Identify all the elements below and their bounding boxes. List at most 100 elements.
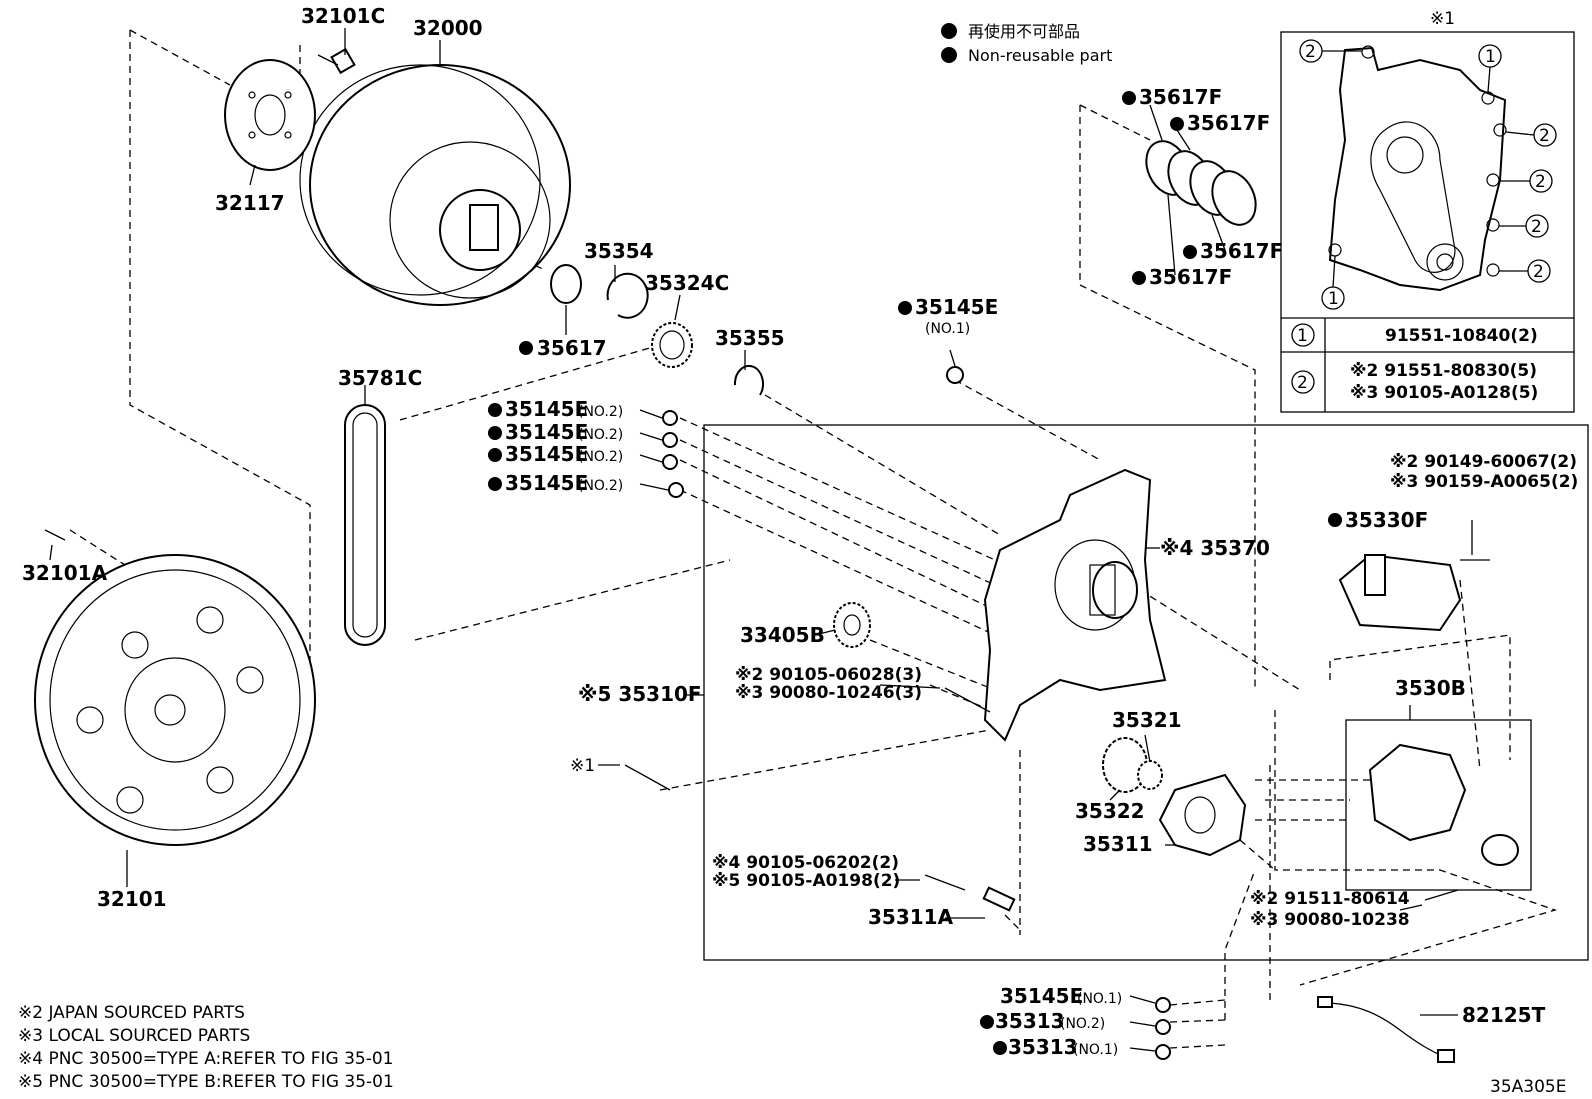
footnotes: ※2 JAPAN SOURCED PARTS ※3 LOCAL SOURCED … bbox=[18, 1003, 394, 1092]
label-32101c: 32101C bbox=[301, 4, 385, 28]
label-bolt4b: ※3 90080-10238 bbox=[1250, 910, 1410, 930]
label-35321: 35321 bbox=[1112, 708, 1182, 732]
ring-35355-drawing bbox=[733, 364, 764, 396]
torque-converter-drawing bbox=[299, 64, 571, 306]
label-35145e-a: 35145E bbox=[505, 397, 588, 421]
inset-row2-part-b: ※3 90105-A0128(5) bbox=[1350, 383, 1538, 403]
filter-35330f-drawing bbox=[1338, 553, 1462, 632]
inset-cover-drawing bbox=[1328, 45, 1507, 292]
bolts-drawing bbox=[44, 529, 1490, 912]
label-82125t: 82125T bbox=[1462, 1003, 1546, 1027]
label-star1: ※1 bbox=[570, 756, 595, 776]
svg-text:2: 2 bbox=[1539, 126, 1550, 146]
nuts-35145e-drawing bbox=[662, 366, 964, 498]
legend: 再使用不可部品 Non-reusable part bbox=[941, 22, 1112, 65]
label-35145e-d: 35145E bbox=[505, 471, 588, 495]
inset-callouts: 2 1 2 2 2 2 1 bbox=[1299, 39, 1557, 310]
label-no2-d: (NO.2) bbox=[578, 478, 623, 494]
svg-text:1: 1 bbox=[1328, 289, 1339, 309]
flywheel-32101-drawing bbox=[34, 554, 316, 846]
label-35354: 35354 bbox=[584, 239, 654, 263]
pump-gears-drawing bbox=[1102, 737, 1163, 793]
inset-row1-num: 1 bbox=[1297, 326, 1308, 346]
label-35322: 35322 bbox=[1075, 799, 1145, 823]
svg-text:2: 2 bbox=[1533, 262, 1544, 282]
label-35145e-bot: 35145E bbox=[1000, 984, 1083, 1008]
label-35310f: ※5 35310F bbox=[578, 682, 702, 706]
legend-jp: 再使用不可部品 bbox=[968, 22, 1080, 41]
label-bolt3b: ※3 90159-A0065(2) bbox=[1390, 472, 1578, 492]
svg-text:2: 2 bbox=[1305, 42, 1316, 62]
label-bolt1a: ※2 90105-06028(3) bbox=[735, 665, 922, 685]
label-35781c: 35781C bbox=[338, 366, 422, 390]
svg-text:2: 2 bbox=[1535, 172, 1546, 192]
label-35145e-c: 35145E bbox=[505, 442, 588, 466]
non-reusable-bullet-icon bbox=[941, 47, 957, 63]
label-33405b: 33405B bbox=[740, 623, 825, 647]
label-35145e-b: 35145E bbox=[505, 420, 588, 444]
label-35617f-4: 35617F bbox=[1149, 265, 1232, 289]
drive-plate-drawing bbox=[224, 59, 316, 171]
label-35313-b: 35313 bbox=[1008, 1035, 1078, 1059]
valve-body-box bbox=[1345, 719, 1532, 891]
svg-text:2: 2 bbox=[1531, 217, 1542, 237]
inset-row2-part-a: ※2 91551-80830(5) bbox=[1350, 361, 1537, 381]
label-3530b: 3530B bbox=[1395, 676, 1466, 700]
label-35330f: 35330F bbox=[1345, 508, 1428, 532]
pump-body-35370-drawing bbox=[983, 468, 1167, 742]
label-no2-bot: (NO.2) bbox=[1060, 1016, 1105, 1032]
gear-33405b-drawing bbox=[833, 602, 871, 648]
label-35617f-2: 35617F bbox=[1187, 111, 1270, 135]
snap-ring-35354-drawing bbox=[606, 272, 649, 319]
part-labels: 32101C 32000 32117 35354 35617 35324C 35… bbox=[22, 4, 1578, 1059]
label-bolt3a: ※2 90149-60067(2) bbox=[1390, 452, 1577, 472]
legend-en: Non-reusable part bbox=[968, 46, 1112, 65]
label-32101a: 32101A bbox=[22, 561, 108, 585]
svg-text:1: 1 bbox=[1485, 47, 1496, 67]
footnote-3: ※4 PNC 30500=TYPE A:REFER TO FIG 35-01 bbox=[18, 1049, 393, 1069]
label-bolt1b: ※3 90080-10246(3) bbox=[735, 683, 922, 703]
figure-code: 35A305E bbox=[1490, 1077, 1566, 1097]
bolt-32101c-drawing bbox=[317, 47, 356, 75]
pump-assembly-box bbox=[703, 424, 1589, 961]
label-no1-top: (NO.1) bbox=[925, 321, 970, 337]
inset-box: ※1 2 1 2 2 2 bbox=[1280, 9, 1575, 413]
nuts-bottom-drawing bbox=[1155, 997, 1171, 1060]
leader-lines bbox=[49, 28, 1473, 1052]
non-reusable-bullets bbox=[488, 91, 1342, 1055]
label-bolt2a: ※4 90105-06202(2) bbox=[712, 853, 899, 873]
label-35617f-1: 35617F bbox=[1139, 85, 1222, 109]
label-bolt4a: ※2 91511-80614 bbox=[1250, 889, 1410, 909]
label-35617: 35617 bbox=[537, 336, 607, 360]
label-35311: 35311 bbox=[1083, 832, 1153, 856]
seal-rings-35617f-drawing bbox=[1145, 140, 1257, 226]
label-35145e-top: 35145E bbox=[915, 295, 998, 319]
label-no2-b: (NO.2) bbox=[578, 427, 623, 443]
label-35313-a: 35313 bbox=[995, 1009, 1065, 1033]
label-35617f-3: 35617F bbox=[1200, 239, 1283, 263]
inset-row1-part: 91551-10840(2) bbox=[1385, 326, 1538, 346]
harness-82125t-drawing bbox=[1317, 996, 1455, 1063]
label-35324c: 35324C bbox=[645, 271, 729, 295]
gear-35324c-drawing bbox=[651, 322, 693, 368]
label-35370: ※4 35370 bbox=[1160, 536, 1270, 560]
non-reusable-bullet-icon bbox=[941, 23, 957, 39]
footnote-1: ※2 JAPAN SOURCED PARTS bbox=[18, 1003, 245, 1023]
inset-title: ※1 bbox=[1430, 9, 1455, 29]
label-35355: 35355 bbox=[715, 326, 785, 350]
label-no1-bot: (NO.1) bbox=[1077, 991, 1122, 1007]
label-32117: 32117 bbox=[215, 191, 285, 215]
label-no2-c: (NO.2) bbox=[578, 449, 623, 465]
label-no2-a: (NO.2) bbox=[578, 404, 623, 420]
footnote-4: ※5 PNC 30500=TYPE B:REFER TO FIG 35-01 bbox=[18, 1072, 394, 1092]
chain-35781c-drawing bbox=[344, 404, 386, 646]
valve-body-3530b-drawing bbox=[1368, 743, 1519, 866]
label-32000: 32000 bbox=[413, 16, 483, 40]
label-no1-bot2: (NO.1) bbox=[1073, 1042, 1118, 1058]
label-bolt2b: ※5 90105-A0198(2) bbox=[712, 871, 900, 891]
label-32101: 32101 bbox=[97, 887, 167, 911]
label-35311a: 35311A bbox=[868, 905, 954, 929]
o-ring-35617-drawing bbox=[550, 264, 582, 304]
inset-row2-num: 2 bbox=[1297, 373, 1308, 393]
